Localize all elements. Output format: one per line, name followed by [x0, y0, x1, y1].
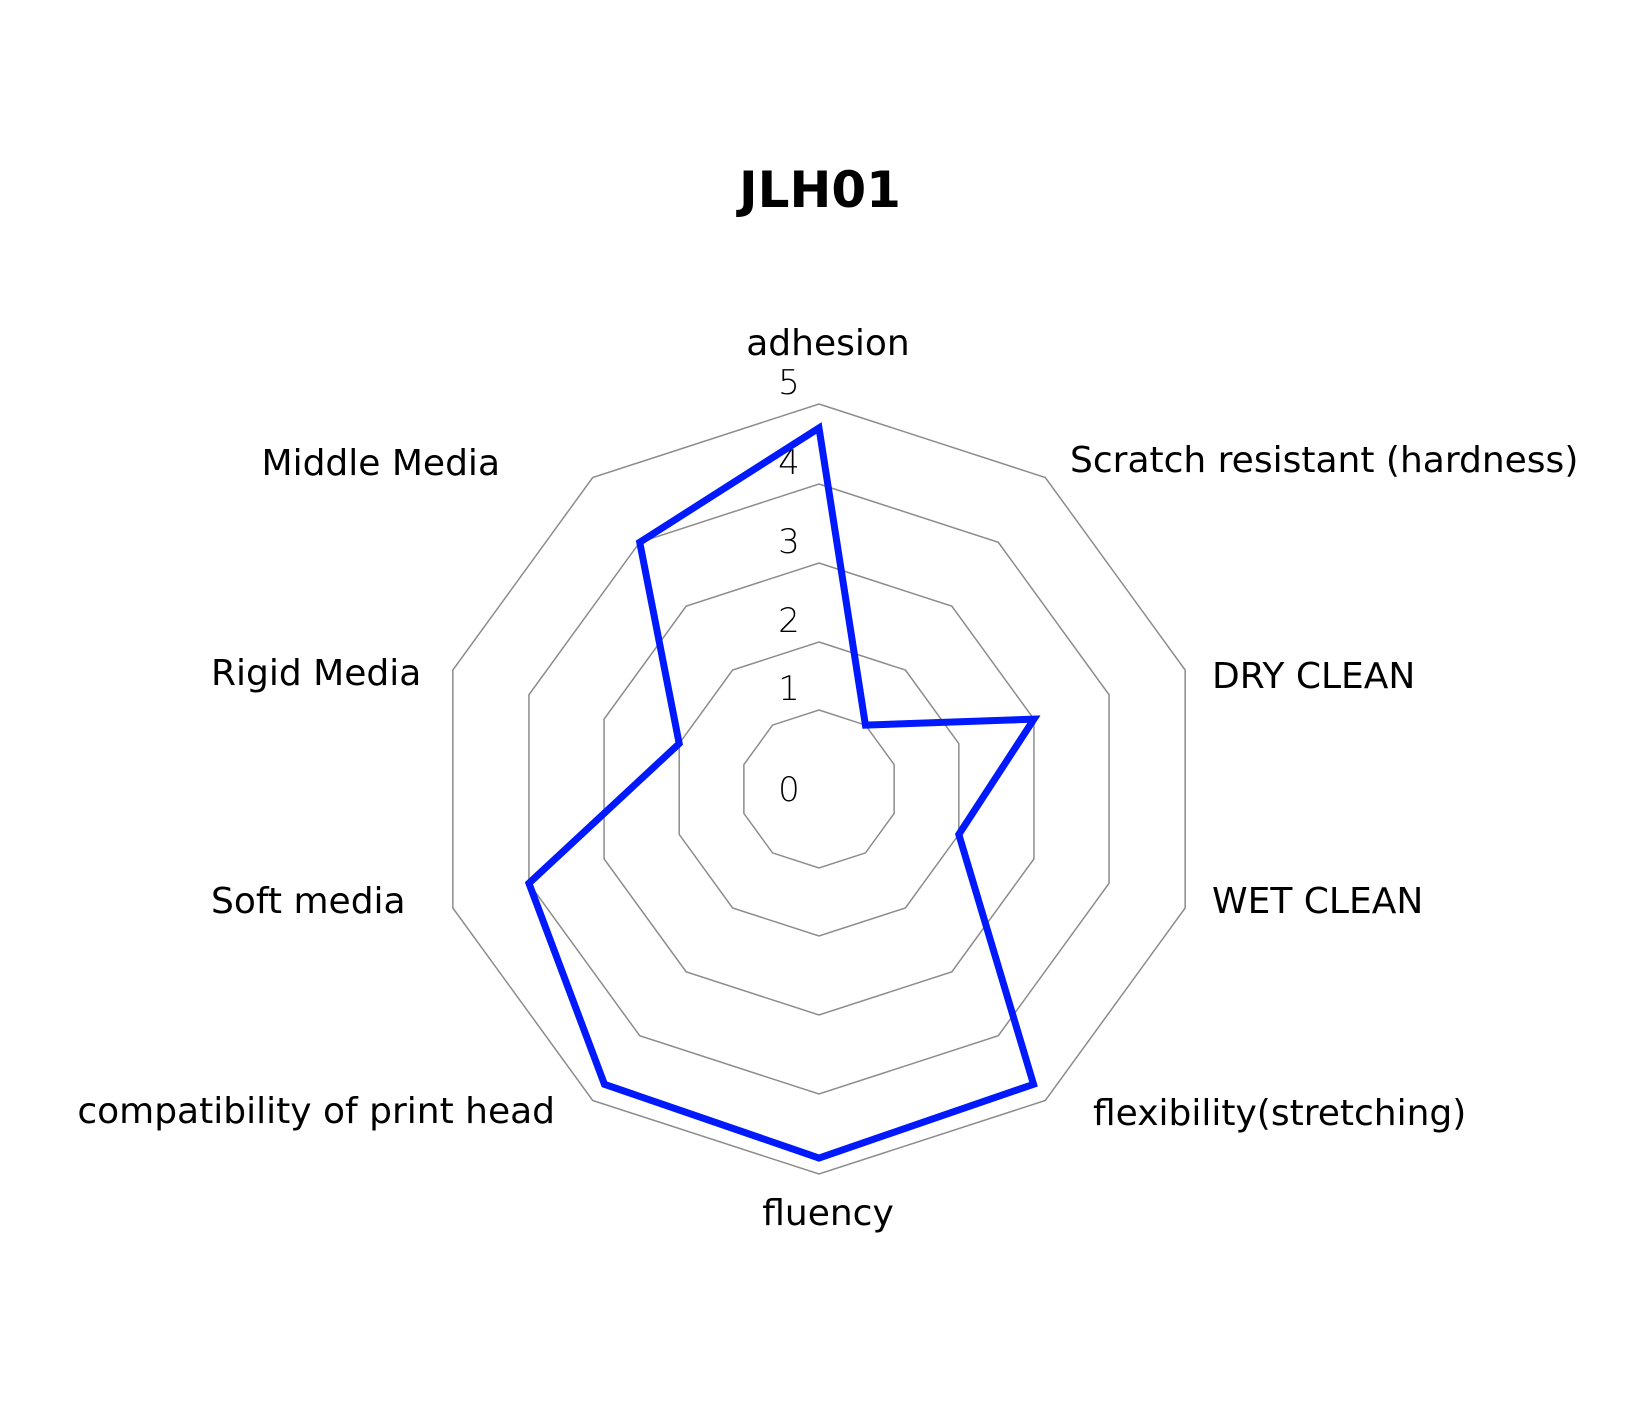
axis-label-3: WET CLEAN — [1212, 881, 1423, 922]
series-line-0 — [524, 422, 1041, 1162]
axis-label-4: flexibility(stretching) — [1093, 1093, 1466, 1134]
radial-tick-2: 2 — [778, 601, 800, 641]
radial-tick-0: 0 — [778, 770, 800, 810]
radar-series — [524, 422, 1041, 1162]
grid-ring-2 — [678, 641, 960, 937]
grid-ring-4 — [528, 483, 1110, 1095]
radial-tick-1: 1 — [778, 669, 800, 709]
axis-label-8: Rigid Media — [211, 653, 421, 694]
axis-label-0: adhesion — [746, 323, 909, 364]
radar-grid — [452, 403, 1186, 1175]
grid-ring-1 — [743, 709, 895, 869]
axis-label-6: compatibility of print head — [77, 1091, 555, 1132]
radial-tick-3: 3 — [778, 522, 800, 562]
axis-label-1: Scratch resistant (hardness) — [1070, 440, 1578, 481]
axis-label-2: DRY CLEAN — [1212, 656, 1415, 697]
radial-tick-5: 5 — [778, 363, 800, 403]
grid-ring-5 — [452, 403, 1186, 1175]
axis-label-7: Soft media — [211, 881, 406, 922]
axis-label-5: fluency — [762, 1193, 894, 1234]
chart-title: JLH01 — [736, 161, 901, 219]
grid-ring-3 — [603, 562, 1035, 1016]
axis-label-9: Middle Media — [262, 443, 500, 484]
